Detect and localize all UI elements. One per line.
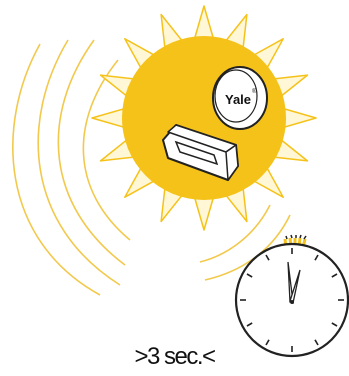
stopwatch-pivot [290, 300, 294, 304]
yale-keypad-icon: Yale ® [213, 67, 267, 129]
brand-logo: Yale [225, 92, 251, 107]
brand-registered-mark: ® [252, 88, 257, 95]
sun-icon [92, 6, 316, 230]
stopwatch-icon [236, 235, 348, 356]
wave-outer [13, 44, 100, 295]
duration-caption: >3 sec.< [0, 343, 349, 371]
